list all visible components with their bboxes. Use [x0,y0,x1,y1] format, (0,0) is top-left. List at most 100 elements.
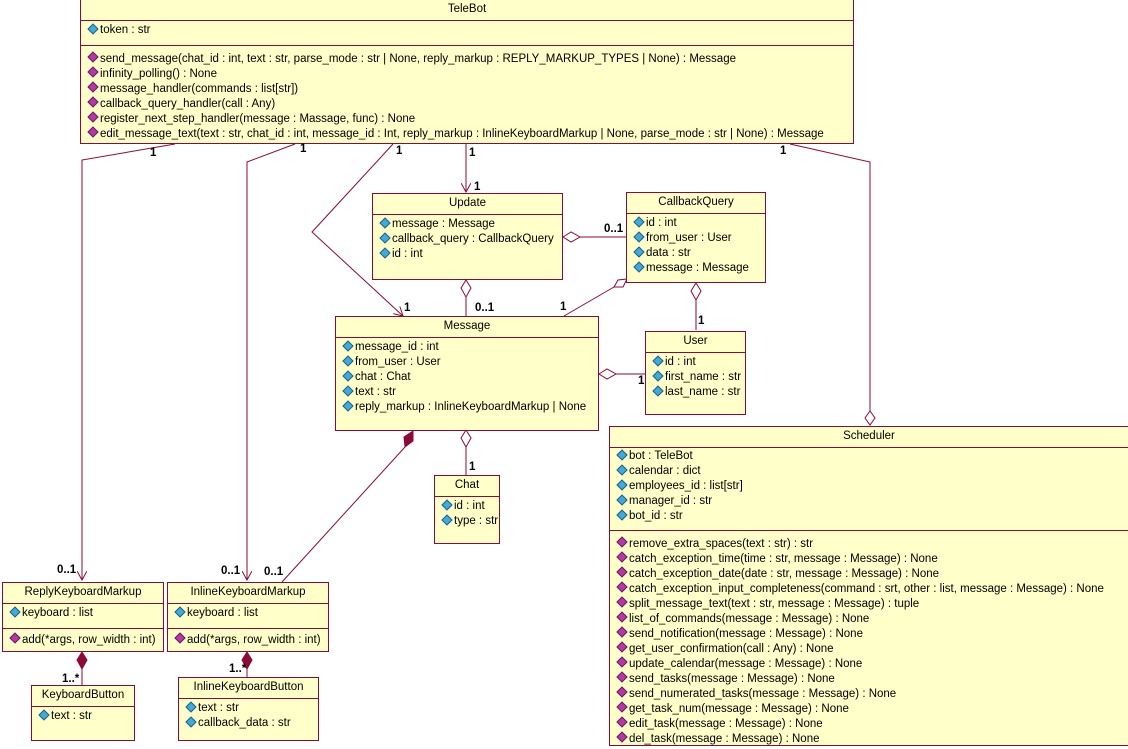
operation: edit_message_text(text : str, chat_id : … [87,126,853,142]
attribute: bot : TeleBot [616,449,1128,464]
attribute-icon [185,701,197,713]
operation-icon [616,656,628,668]
operation: send_notification(message : Message) : N… [616,626,1128,642]
multiplicity-label: 0..1 [57,564,77,576]
class-title: Update [373,194,562,215]
attribute: message : Message [633,261,765,276]
operation-icon [616,716,628,728]
class-user[interactable]: User id : int first_name : str last_name… [645,331,746,415]
class-replykeyboardmarkup[interactable]: ReplyKeyboardMarkup keyboard : list add(… [2,582,164,652]
class-title: ReplyKeyboardMarkup [3,583,163,604]
multiplicity-label: 1 [396,145,403,157]
attribute-icon [185,716,197,728]
attribute-icon [441,499,453,511]
attributes-section: id : int first_name : str last_name : st… [646,353,745,402]
attribute: chat : Chat [342,370,598,385]
operation: send_numerated_tasks(message : Message) … [616,686,1128,702]
operation-icon [616,686,628,698]
multiplicity-label: 1 [300,143,307,155]
operation: get_task_num(message : Message) : None [616,701,1128,717]
attribute-icon [616,464,628,476]
attributes-section: keyboard : list [168,604,328,629]
operation: catch_exception_date(date : str, message… [616,566,1128,582]
attribute: text : str [342,385,598,400]
class-inlinekeyboardmarkup[interactable]: InlineKeyboardMarkup keyboard : list add… [167,582,329,652]
operation: infinity_polling() : None [87,66,853,82]
operation-icon [616,551,628,563]
operations-section: add(*args, row_width : int) [168,629,328,650]
attribute-icon [633,231,645,243]
class-callbackquery[interactable]: CallbackQuery id : int from_user : User … [626,192,766,283]
diamond-reply-button [76,651,88,671]
operation: get_user_confirmation(call : Any) : None [616,641,1128,657]
class-title: InlineKeyboardMarkup [168,583,328,604]
operation-icon [87,96,99,108]
operation: list_of_commands(message : Message) : No… [616,611,1128,627]
attribute: callback_query : CallbackQuery [379,232,562,247]
attribute: reply_markup : InlineKeyboardMarkup | No… [342,400,598,415]
operation: remove_extra_spaces(text : str) : str [616,536,1128,552]
attribute: data : str [633,246,765,261]
attribute-icon [342,355,354,367]
operations-section: remove_extra_spaces(text : str) : str ca… [610,531,1128,749]
attributes-section: bot : TeleBot calendar : dict employees_… [610,448,1128,531]
class-chat[interactable]: Chat id : int type : str [434,475,500,544]
attribute: manager_id : str [616,494,1128,509]
attribute: id : int [441,499,499,514]
operation: update_calendar(message : Message) : Non… [616,656,1128,672]
attribute: message_id : int [342,340,598,355]
attribute: message : Message [379,217,562,232]
multiplicity-label: 1 [469,147,476,159]
multiplicity-label: 1 [474,181,481,193]
attribute: bot_id : str [616,509,1128,524]
diamond-msg-user [598,368,618,380]
operation-icon [616,701,628,713]
operation-icon [616,581,628,593]
attributes-section: message_id : int from_user : User chat :… [336,338,598,417]
attribute-icon [652,370,664,382]
diamond-scheduler [864,410,876,426]
diamond-inline-button [241,651,253,671]
class-message[interactable]: Message message_id : int from_user : Use… [335,316,599,431]
class-telebot[interactable]: TeleBot token : str send_message(chat_id… [80,0,854,144]
attribute-icon [342,340,354,352]
class-update[interactable]: Update message : Message callback_query … [372,193,563,280]
operation-icon [87,111,99,123]
class-title: TeleBot [81,0,853,21]
attribute: keyboard : list [9,606,163,621]
diamond-update-msg [460,279,472,299]
class-title: Chat [435,476,499,497]
class-scheduler[interactable]: Scheduler bot : TeleBot calendar : dict … [609,426,1128,746]
attribute-icon [174,606,186,618]
attribute-icon [342,370,354,382]
operation-icon [616,611,628,623]
attribute: text : str [185,701,318,716]
operation: add(*args, row_width : int) [9,632,163,648]
attribute: calendar : dict [616,464,1128,479]
attribute: from_user : User [633,231,765,246]
attribute-icon [633,246,645,258]
class-inlinekeyboardbutton[interactable]: InlineKeyboardButton text : str callback… [178,677,319,741]
multiplicity-label: 1 [404,302,411,314]
multiplicity-label: 0..1 [264,566,284,578]
class-title: InlineKeyboardButton [179,678,318,699]
operation-icon [616,596,628,608]
diamond-cb-msg [613,278,628,288]
operation-icon [616,566,628,578]
attribute-icon [616,494,628,506]
attribute-icon [616,479,628,491]
operation: edit_task(message : Message) : None [616,716,1128,732]
attribute: type : str [441,514,499,529]
class-title: User [646,332,745,353]
class-keyboardbutton[interactable]: KeyboardButton text : str [31,685,135,741]
assoc-telebot-message [311,143,403,316]
attribute-icon [342,385,354,397]
multiplicity-label: 0..1 [475,302,495,314]
attributes-section: id : int from_user : User data : str mes… [627,214,765,278]
multiplicity-label: 0..1 [604,223,624,235]
attribute: id : int [379,247,562,262]
multiplicity-label: 1 [150,147,157,159]
diamond-msg-chat [460,429,472,449]
multiplicity-label: 0..1 [221,565,241,577]
attribute: id : int [652,355,745,370]
